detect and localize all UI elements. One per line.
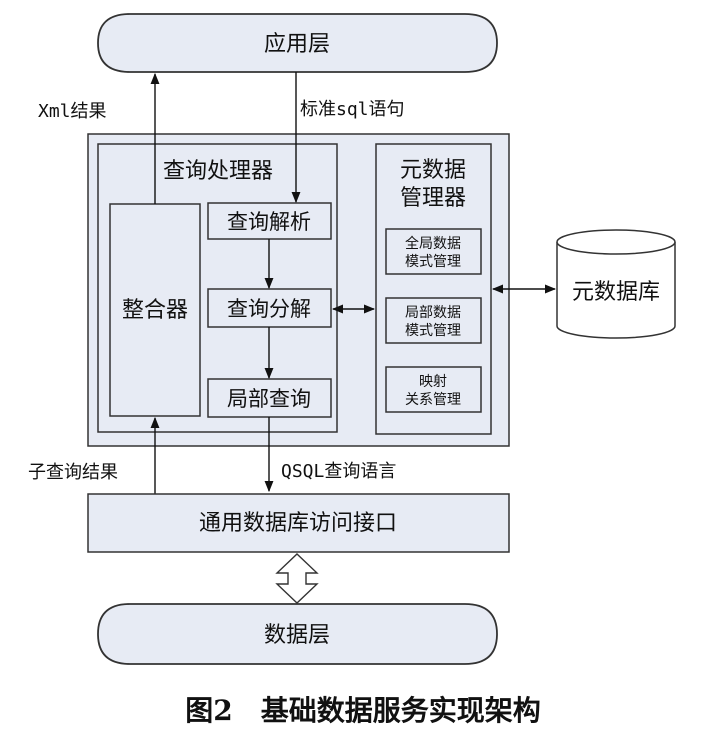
double-arrow-interface-data bbox=[275, 553, 319, 604]
global-schema-line-2: 模式管理 bbox=[405, 254, 461, 270]
qsql-lang-label: QSQL查询语言 bbox=[281, 461, 396, 482]
query-processor-title: 查询处理器 bbox=[163, 159, 273, 184]
query-parse-label: 查询解析 bbox=[227, 210, 311, 234]
standard-sql-label: 标准sql语句 bbox=[300, 99, 405, 120]
global-schema-line-1: 全局数据 bbox=[405, 235, 461, 252]
mapping-box bbox=[385, 366, 482, 413]
figure-caption: 图2 基础数据服务实现架构 bbox=[185, 694, 540, 727]
db-interface-label: 通用数据库访问接口 bbox=[199, 511, 397, 536]
metadata-db-label: 元数据库 bbox=[572, 280, 660, 305]
integrator-label: 整合器 bbox=[122, 298, 188, 323]
application-layer-shape bbox=[97, 13, 498, 73]
query-parse-box bbox=[207, 202, 332, 240]
metadata-manager-title-1: 元数据 bbox=[400, 158, 466, 183]
metadata-db-cylinder bbox=[556, 229, 676, 339]
mapping-line-1: 映射 bbox=[419, 374, 447, 390]
global-schema-box bbox=[385, 228, 482, 275]
xml-result-label: Xml结果 bbox=[38, 101, 107, 122]
integrator-box bbox=[109, 203, 201, 417]
data-layer-shape bbox=[97, 603, 498, 665]
local-query-box bbox=[207, 378, 332, 418]
mapping-line-2: 关系管理 bbox=[405, 392, 461, 408]
local-schema-box bbox=[385, 297, 482, 344]
local-query-label: 局部查询 bbox=[227, 387, 311, 411]
local-schema-line-1: 局部数据 bbox=[405, 305, 461, 321]
sub-query-result-label: 子查询结果 bbox=[28, 462, 118, 483]
local-schema-line-2: 模式管理 bbox=[405, 323, 461, 339]
db-interface-box bbox=[87, 493, 510, 553]
data-layer-label: 数据层 bbox=[264, 623, 330, 648]
application-layer-label: 应用层 bbox=[264, 32, 330, 57]
metadata-manager-title-2: 管理器 bbox=[400, 186, 466, 211]
query-decompose-label: 查询分解 bbox=[227, 297, 311, 321]
